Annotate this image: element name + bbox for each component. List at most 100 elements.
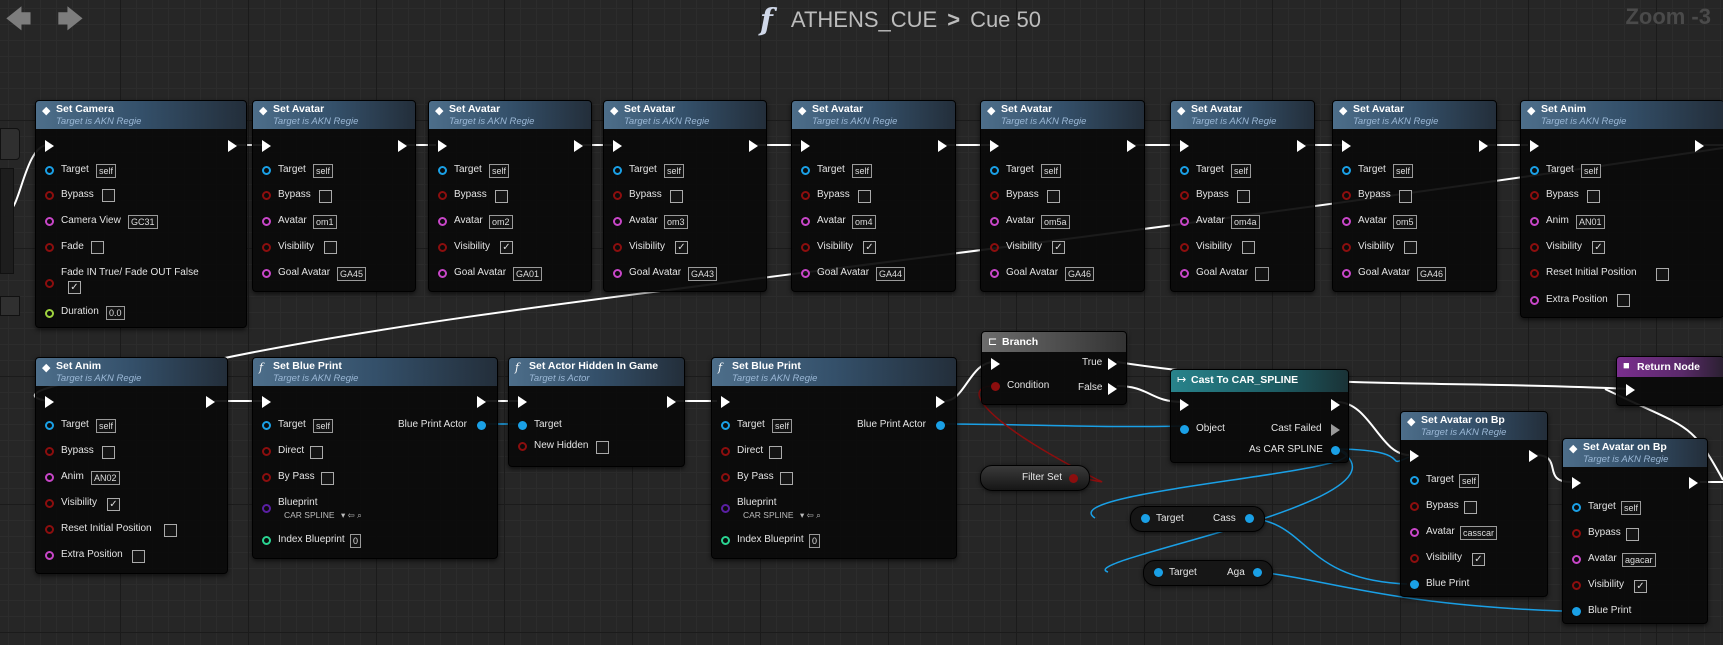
- fade-checkbox[interactable]: [91, 241, 104, 254]
- target-pin[interactable]: [801, 166, 810, 175]
- target-pin[interactable]: [262, 421, 271, 430]
- target-pin[interactable]: [45, 166, 54, 175]
- exec-in-pin[interactable]: [991, 358, 1000, 370]
- exec-out-pin[interactable]: [1479, 140, 1488, 152]
- goal-avatar-pin[interactable]: [262, 269, 271, 278]
- exec-in-pin[interactable]: [1342, 140, 1351, 152]
- extra-position-field[interactable]: [1617, 294, 1630, 307]
- goal-avatar-pin[interactable]: [613, 269, 622, 278]
- target-value[interactable]: self: [313, 164, 334, 178]
- bypass-pin[interactable]: [1530, 191, 1539, 200]
- target-value[interactable]: self: [96, 164, 117, 178]
- fade-in-out-pin[interactable]: [45, 279, 54, 288]
- aga-output-pin[interactable]: [1253, 568, 1262, 577]
- reset-position-checkbox[interactable]: [1656, 268, 1669, 281]
- avatar-pin[interactable]: [990, 217, 999, 226]
- avatar-value[interactable]: agacar: [1622, 553, 1656, 567]
- exec-in-pin[interactable]: [801, 140, 810, 152]
- node-set-avatar[interactable]: ◆ Set Avatar Target is AKN Regie Target …: [791, 100, 956, 292]
- exec-in-pin[interactable]: [45, 396, 54, 408]
- avatar-value[interactable]: om5: [1393, 215, 1417, 229]
- node-set-blue-print[interactable]: f Set Blue Print Target is AKN Regie Tar…: [252, 357, 498, 559]
- goal-avatar-value[interactable]: GA01: [513, 267, 543, 281]
- visibility-pin[interactable]: [262, 243, 271, 252]
- target-pin[interactable]: [1180, 166, 1189, 175]
- node-get-aga[interactable]: Target Aga: [1143, 560, 1273, 586]
- node-set-camera[interactable]: ◆ Set Camera Target is AKN Regie Target …: [35, 100, 247, 328]
- exec-in-pin[interactable]: [990, 140, 999, 152]
- target-value[interactable]: self: [852, 164, 873, 178]
- index-blueprint-value[interactable]: 0: [350, 534, 362, 548]
- blueprint-class-pin[interactable]: [721, 504, 730, 513]
- node-return[interactable]: ■ Return Node: [1616, 356, 1723, 406]
- visibility-checkbox[interactable]: ✓: [863, 241, 876, 254]
- blue-print-pin[interactable]: [1572, 607, 1581, 616]
- fade-in-out-checkbox[interactable]: ✓: [68, 281, 81, 294]
- visibility-checkbox[interactable]: ✓: [500, 241, 513, 254]
- visibility-pin[interactable]: [613, 243, 622, 252]
- visibility-checkbox[interactable]: ✓: [675, 241, 688, 254]
- exec-in-pin[interactable]: [1180, 140, 1189, 152]
- bypass-checkbox[interactable]: [670, 190, 683, 203]
- bypass-pin[interactable]: [801, 191, 810, 200]
- node-set-blue-print[interactable]: f Set Blue Print Target is AKN Regie Tar…: [711, 357, 957, 559]
- bypass-checkbox[interactable]: [1626, 528, 1639, 541]
- avatar-value[interactable]: om4: [852, 215, 876, 229]
- exec-in-pin[interactable]: [1572, 477, 1581, 489]
- node-set-avatar[interactable]: ◆ Set Avatar Target is AKN Regie Target …: [1332, 100, 1497, 292]
- bypass-pin[interactable]: [45, 191, 54, 200]
- visibility-pin[interactable]: [438, 243, 447, 252]
- dropdown-arrow-icon[interactable]: ▾ ⇦ ⌕: [341, 510, 362, 520]
- avatar-pin[interactable]: [1180, 217, 1189, 226]
- as-car-spline-pin[interactable]: [1331, 446, 1340, 455]
- visibility-pin[interactable]: [801, 243, 810, 252]
- avatar-value[interactable]: om5a: [1041, 215, 1070, 229]
- bypass-checkbox[interactable]: [1587, 190, 1600, 203]
- visibility-pin[interactable]: [1530, 243, 1539, 252]
- avatar-pin[interactable]: [1342, 217, 1351, 226]
- cass-output-pin[interactable]: [1245, 514, 1254, 523]
- exec-out-pin[interactable]: [749, 140, 758, 152]
- node-set-avatar[interactable]: ◆ Set Avatar Target is AKN Regie Target …: [252, 100, 416, 292]
- camera-view-value[interactable]: GC31: [128, 215, 158, 229]
- exec-in-pin[interactable]: [613, 140, 622, 152]
- node-get-cass[interactable]: Target Cass: [1130, 506, 1265, 532]
- anim-value[interactable]: AN01: [1576, 215, 1605, 229]
- exec-out-pin[interactable]: [667, 396, 676, 408]
- blueprint-dropdown[interactable]: CAR SPLINE: [743, 510, 794, 520]
- exec-out-pin[interactable]: [398, 140, 407, 152]
- cast-failed-pin[interactable]: [1331, 424, 1340, 436]
- target-value[interactable]: self: [1393, 164, 1414, 178]
- avatar-value[interactable]: om2: [489, 215, 513, 229]
- visibility-pin[interactable]: [1180, 243, 1189, 252]
- node-set-avatar[interactable]: ◆ Set Avatar Target is AKN Regie Target …: [980, 100, 1145, 292]
- bypass-checkbox[interactable]: [1237, 190, 1250, 203]
- blue-print-pin[interactable]: [1410, 580, 1419, 589]
- avatar-value[interactable]: om1: [313, 215, 337, 229]
- condition-pin[interactable]: [991, 382, 1000, 391]
- blue-print-actor-pin[interactable]: [477, 421, 486, 430]
- new-hidden-pin[interactable]: [518, 442, 527, 451]
- target-value[interactable]: self: [1581, 164, 1602, 178]
- avatar-value[interactable]: casscar: [1460, 526, 1498, 540]
- exec-in-pin[interactable]: [1530, 140, 1539, 152]
- exec-in-pin[interactable]: [1410, 450, 1419, 462]
- reset-position-pin[interactable]: [1530, 269, 1539, 278]
- goal-avatar-pin[interactable]: [1180, 269, 1189, 278]
- exec-out-pin[interactable]: [206, 396, 215, 408]
- goal-avatar-value[interactable]: GA44: [876, 267, 906, 281]
- visibility-checkbox[interactable]: ✓: [107, 498, 120, 511]
- target-value[interactable]: self: [1041, 164, 1062, 178]
- camera-view-pin[interactable]: [45, 217, 54, 226]
- fade-pin[interactable]: [45, 243, 54, 252]
- target-pin[interactable]: [45, 421, 54, 430]
- bypass-checkbox[interactable]: [858, 190, 871, 203]
- goal-avatar-value[interactable]: GA45: [337, 267, 367, 281]
- extra-position-field[interactable]: [132, 550, 145, 563]
- exec-in-pin[interactable]: [262, 396, 271, 408]
- direct-checkbox[interactable]: [769, 446, 782, 459]
- target-value[interactable]: self: [489, 164, 510, 178]
- target-pin[interactable]: [721, 421, 730, 430]
- bypass-pin[interactable]: [262, 191, 271, 200]
- visibility-pin[interactable]: [990, 243, 999, 252]
